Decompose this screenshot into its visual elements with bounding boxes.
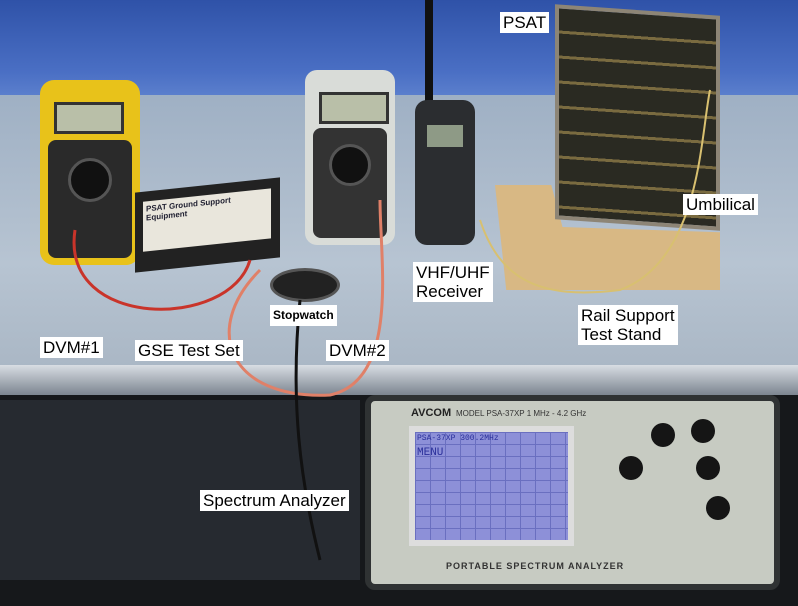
sa-screen-menu: MENU xyxy=(417,447,444,459)
label-umbilical: Umbilical xyxy=(683,194,758,215)
label-spectrum-analyzer: Spectrum Analyzer xyxy=(200,490,349,511)
table-edge xyxy=(0,365,798,395)
label-psat: PSAT xyxy=(500,12,550,33)
sa-brand: AVCOM xyxy=(411,407,452,419)
sa-screen-title: PSA-37XP 300.2MHz xyxy=(417,434,499,443)
label-receiver-line1: VHF/UHF xyxy=(416,263,490,282)
label-dvm2: DVM#2 xyxy=(326,340,389,361)
label-stand-line1: Rail Support xyxy=(581,306,675,325)
vhf-uhf-receiver xyxy=(415,100,475,245)
label-gse: GSE Test Set xyxy=(135,340,243,361)
antenna xyxy=(425,0,433,110)
sa-screen: PSA-37XP 300.2MHz MENU xyxy=(409,426,574,546)
label-stopwatch: Stopwatch xyxy=(270,305,337,326)
label-stand-line2: Test Stand xyxy=(581,325,662,344)
label-receiver-line2: Receiver xyxy=(416,282,484,301)
stopwatch xyxy=(270,268,340,302)
sa-footer: PORTABLE SPECTRUM ANALYZER xyxy=(446,561,625,571)
label-dvm1: DVM#1 xyxy=(40,337,103,358)
label-receiver: VHF/UHF Receiver xyxy=(413,262,493,302)
spectrum-analyzer: AVCOM MODEL PSA-37XP 1 MHz - 4.2 GHz PSA… xyxy=(365,395,780,590)
sa-model: MODEL PSA-37XP 1 MHz - 4.2 GHz xyxy=(456,409,587,418)
dvm1-multimeter xyxy=(40,80,140,265)
label-stand: Rail Support Test Stand xyxy=(578,305,678,345)
